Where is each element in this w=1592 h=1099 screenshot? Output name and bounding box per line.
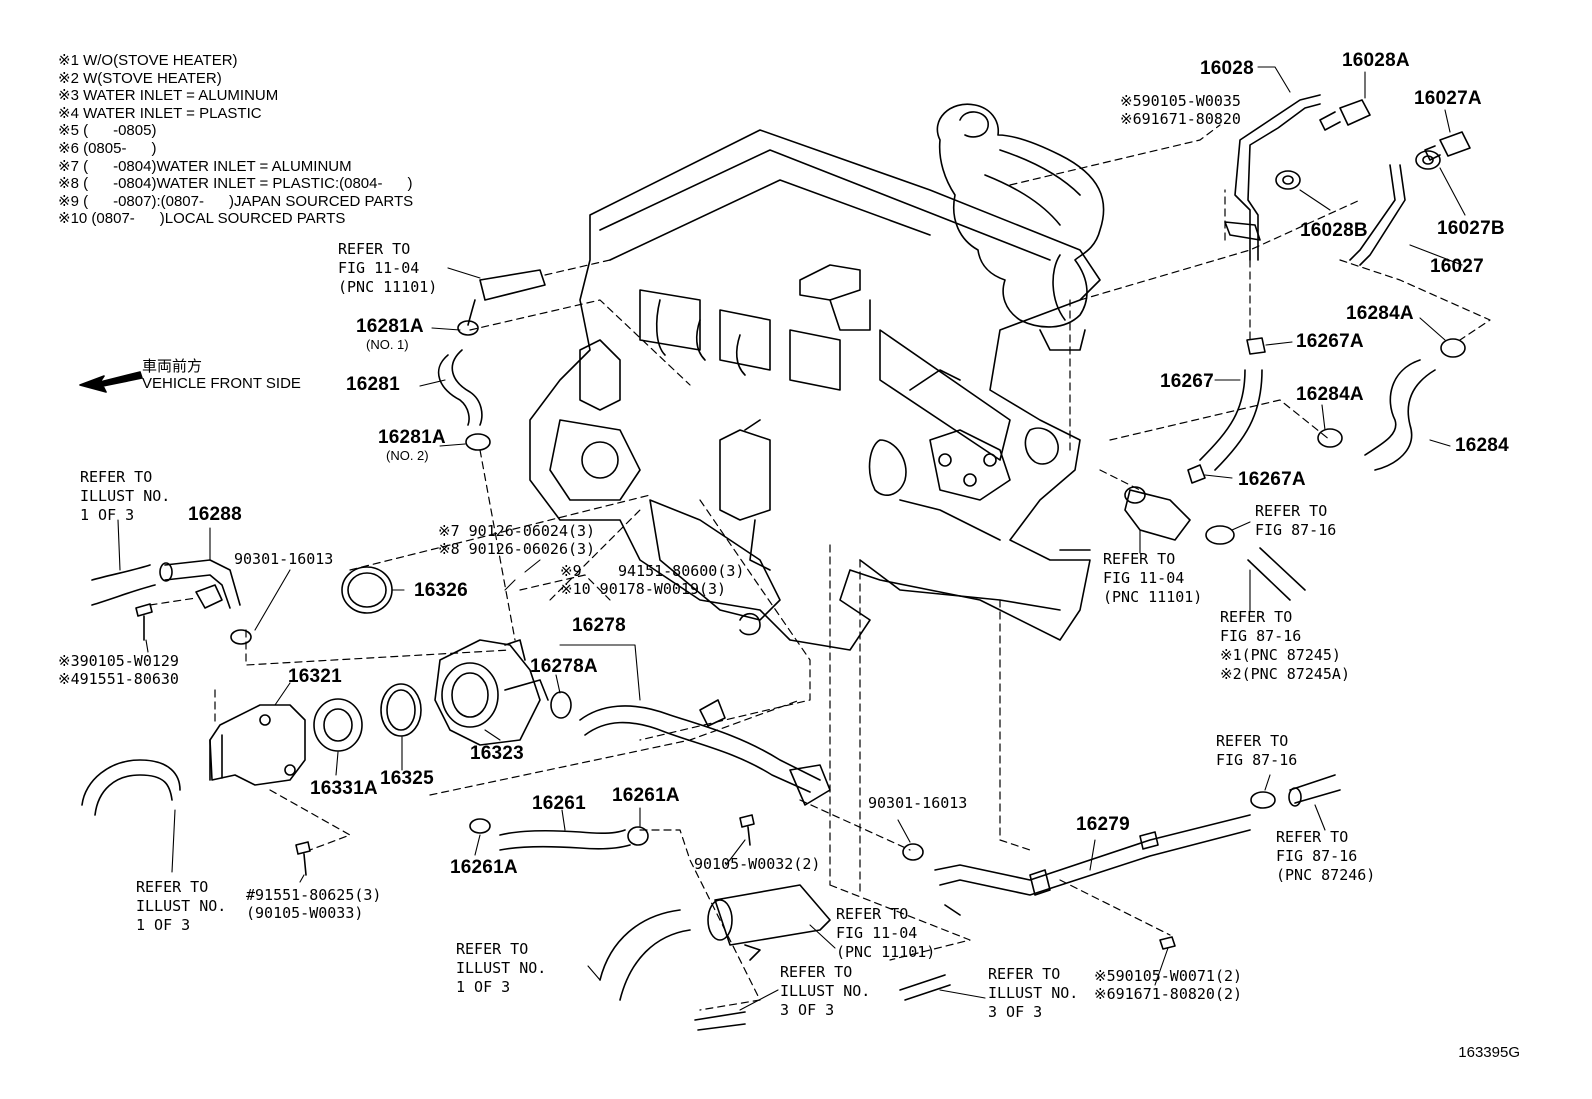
note-5: ※5 ( -0805) [58, 122, 157, 140]
part-16261[interactable]: 16261 [532, 793, 586, 814]
code-590105-w0035[interactable]: ※590105-W0035 ※691671-80820 [1120, 92, 1241, 128]
part-16027B[interactable]: 16027B [1437, 218, 1505, 239]
part-16028A[interactable]: 16028A [1342, 50, 1410, 71]
part-16321[interactable]: 16321 [288, 666, 342, 687]
part-16326[interactable]: 16326 [414, 580, 468, 601]
part-16027[interactable]: 16027 [1430, 256, 1484, 277]
part-shapes [81, 94, 1471, 1031]
refer-illust-3b[interactable]: REFER TO ILLUST NO. 3 OF 3 [988, 965, 1079, 1021]
vehicle-front-jp: 車両前方 [142, 358, 203, 375]
part-16331A[interactable]: 16331A [310, 778, 378, 799]
part-16325[interactable]: 16325 [380, 768, 434, 789]
code-590105-w0071[interactable]: ※590105-W0071(2) ※691671-80820(2) [1094, 967, 1243, 1003]
note-2: ※2 W(STOVE HEATER) [58, 69, 222, 87]
part-16261A-left[interactable]: 16261A [450, 857, 518, 878]
note-10: ※10 (0807- )LOCAL SOURCED PARTS [58, 210, 346, 228]
part-16278[interactable]: 16278 [572, 615, 626, 636]
part-16028[interactable]: 16028 [1200, 58, 1254, 79]
refer-illust-left[interactable]: REFER TO ILLUST NO. 1 OF 3 [80, 468, 171, 524]
part-16281[interactable]: 16281 [346, 374, 400, 395]
part-16284A-lower[interactable]: 16284A [1296, 384, 1364, 405]
code-91551-80625[interactable]: #91551-80625(3) (90105-W0033) [246, 886, 382, 922]
note-4: ※4 WATER INLET = PLASTIC [58, 104, 262, 122]
dashed-leaders [149, 124, 1491, 1011]
code-90178-w0019[interactable]: ※10 90178-W0019(3) [560, 580, 727, 598]
refer-fig-11-04-right[interactable]: REFER TO FIG 11-04 (PNC 11101) [1103, 550, 1203, 606]
part-16267A-lower[interactable]: 16267A [1238, 469, 1306, 490]
code-90105-w0129[interactable]: ※390105-W0129 ※491551-80630 [58, 652, 179, 688]
refer-fig-11-04-bottom[interactable]: REFER TO FIG 11-04 (PNC 11101) [836, 905, 936, 961]
notes-legend: ※1 W/O(STOVE HEATER) ※2 W(STOVE HEATER) … [58, 52, 413, 228]
refer-fig-87-16-c[interactable]: REFER TO FIG 87-16 [1216, 732, 1298, 769]
refer-illust-bottom-left[interactable]: REFER TO ILLUST NO. 1 OF 3 [136, 878, 227, 934]
refer-illust-bottom-center[interactable]: REFER TO ILLUST NO. 1 OF 3 [456, 940, 547, 996]
note-1: ※1 W/O(STOVE HEATER) [58, 52, 238, 69]
note-9: ※9 ( -0807):(0807- )JAPAN SOURCED PARTS [58, 192, 414, 210]
part-16261A-right[interactable]: 16261A [612, 785, 680, 806]
part-16281A-no2[interactable]: 16281A [378, 427, 446, 448]
refer-fig-87-16-a[interactable]: REFER TO FIG 87-16 [1255, 502, 1337, 539]
vehicle-front-en: VEHICLE FRONT SIDE [142, 375, 301, 392]
note-3: ※3 WATER INLET = ALUMINUM [58, 87, 279, 105]
part-16281A-no1[interactable]: 16281A [356, 316, 424, 337]
code-90301-16013-upper[interactable]: 90301-16013 [234, 550, 334, 568]
code-90301-16013-lower[interactable]: 90301-16013 [868, 794, 968, 812]
label-leaders [117, 66, 1466, 1011]
label-no1: (NO. 1) [366, 337, 409, 352]
part-16267A-upper[interactable]: 16267A [1296, 331, 1364, 352]
air-intake-assembly [936, 103, 1105, 351]
refer-fig-11-04-top[interactable]: REFER TO FIG 11-04 (PNC 11101) [338, 240, 438, 296]
part-16323[interactable]: 16323 [470, 743, 524, 764]
part-16288[interactable]: 16288 [188, 504, 242, 525]
part-16279[interactable]: 16279 [1076, 814, 1130, 835]
engine-block [529, 129, 1101, 651]
code-note-9: ※9 [560, 562, 582, 580]
part-16284[interactable]: 16284 [1455, 435, 1509, 456]
refer-fig-87-16-d[interactable]: REFER TO FIG 87-16 (PNC 87246) [1276, 828, 1376, 884]
vehicle-front-arrow [79, 371, 143, 393]
vehicle-front-side: 車両前方 VEHICLE FRONT SIDE [80, 355, 340, 399]
refer-fig-87-16-b[interactable]: REFER TO FIG 87-16 ※1(PNC 87245) ※2(PNC … [1220, 608, 1350, 683]
note-6: ※6 (0805- ) [58, 139, 157, 157]
refer-illust-3a[interactable]: REFER TO ILLUST NO. 3 OF 3 [780, 963, 871, 1019]
label-no2: (NO. 2) [386, 448, 429, 463]
code-90105-w0032[interactable]: 90105-W0032(2) [694, 855, 821, 873]
note-8: ※8 ( -0804)WATER INLET = PLASTIC:(0804- … [58, 175, 413, 193]
part-16278A[interactable]: 16278A [530, 656, 598, 677]
code-94151-80600[interactable]: 94151-80600(3) [618, 562, 745, 580]
part-16267[interactable]: 16267 [1160, 371, 1214, 392]
diagram-code: 163395G [1458, 1044, 1520, 1061]
part-16028B[interactable]: 16028B [1300, 220, 1368, 241]
note-7: ※7 ( -0804)WATER INLET = ALUMINUM [58, 157, 352, 175]
part-16027A[interactable]: 16027A [1414, 88, 1482, 109]
code-90126[interactable]: ※7 90126-06024(3) ※8 90126-06026(3) [438, 522, 596, 558]
part-16284A-upper[interactable]: 16284A [1346, 303, 1414, 324]
